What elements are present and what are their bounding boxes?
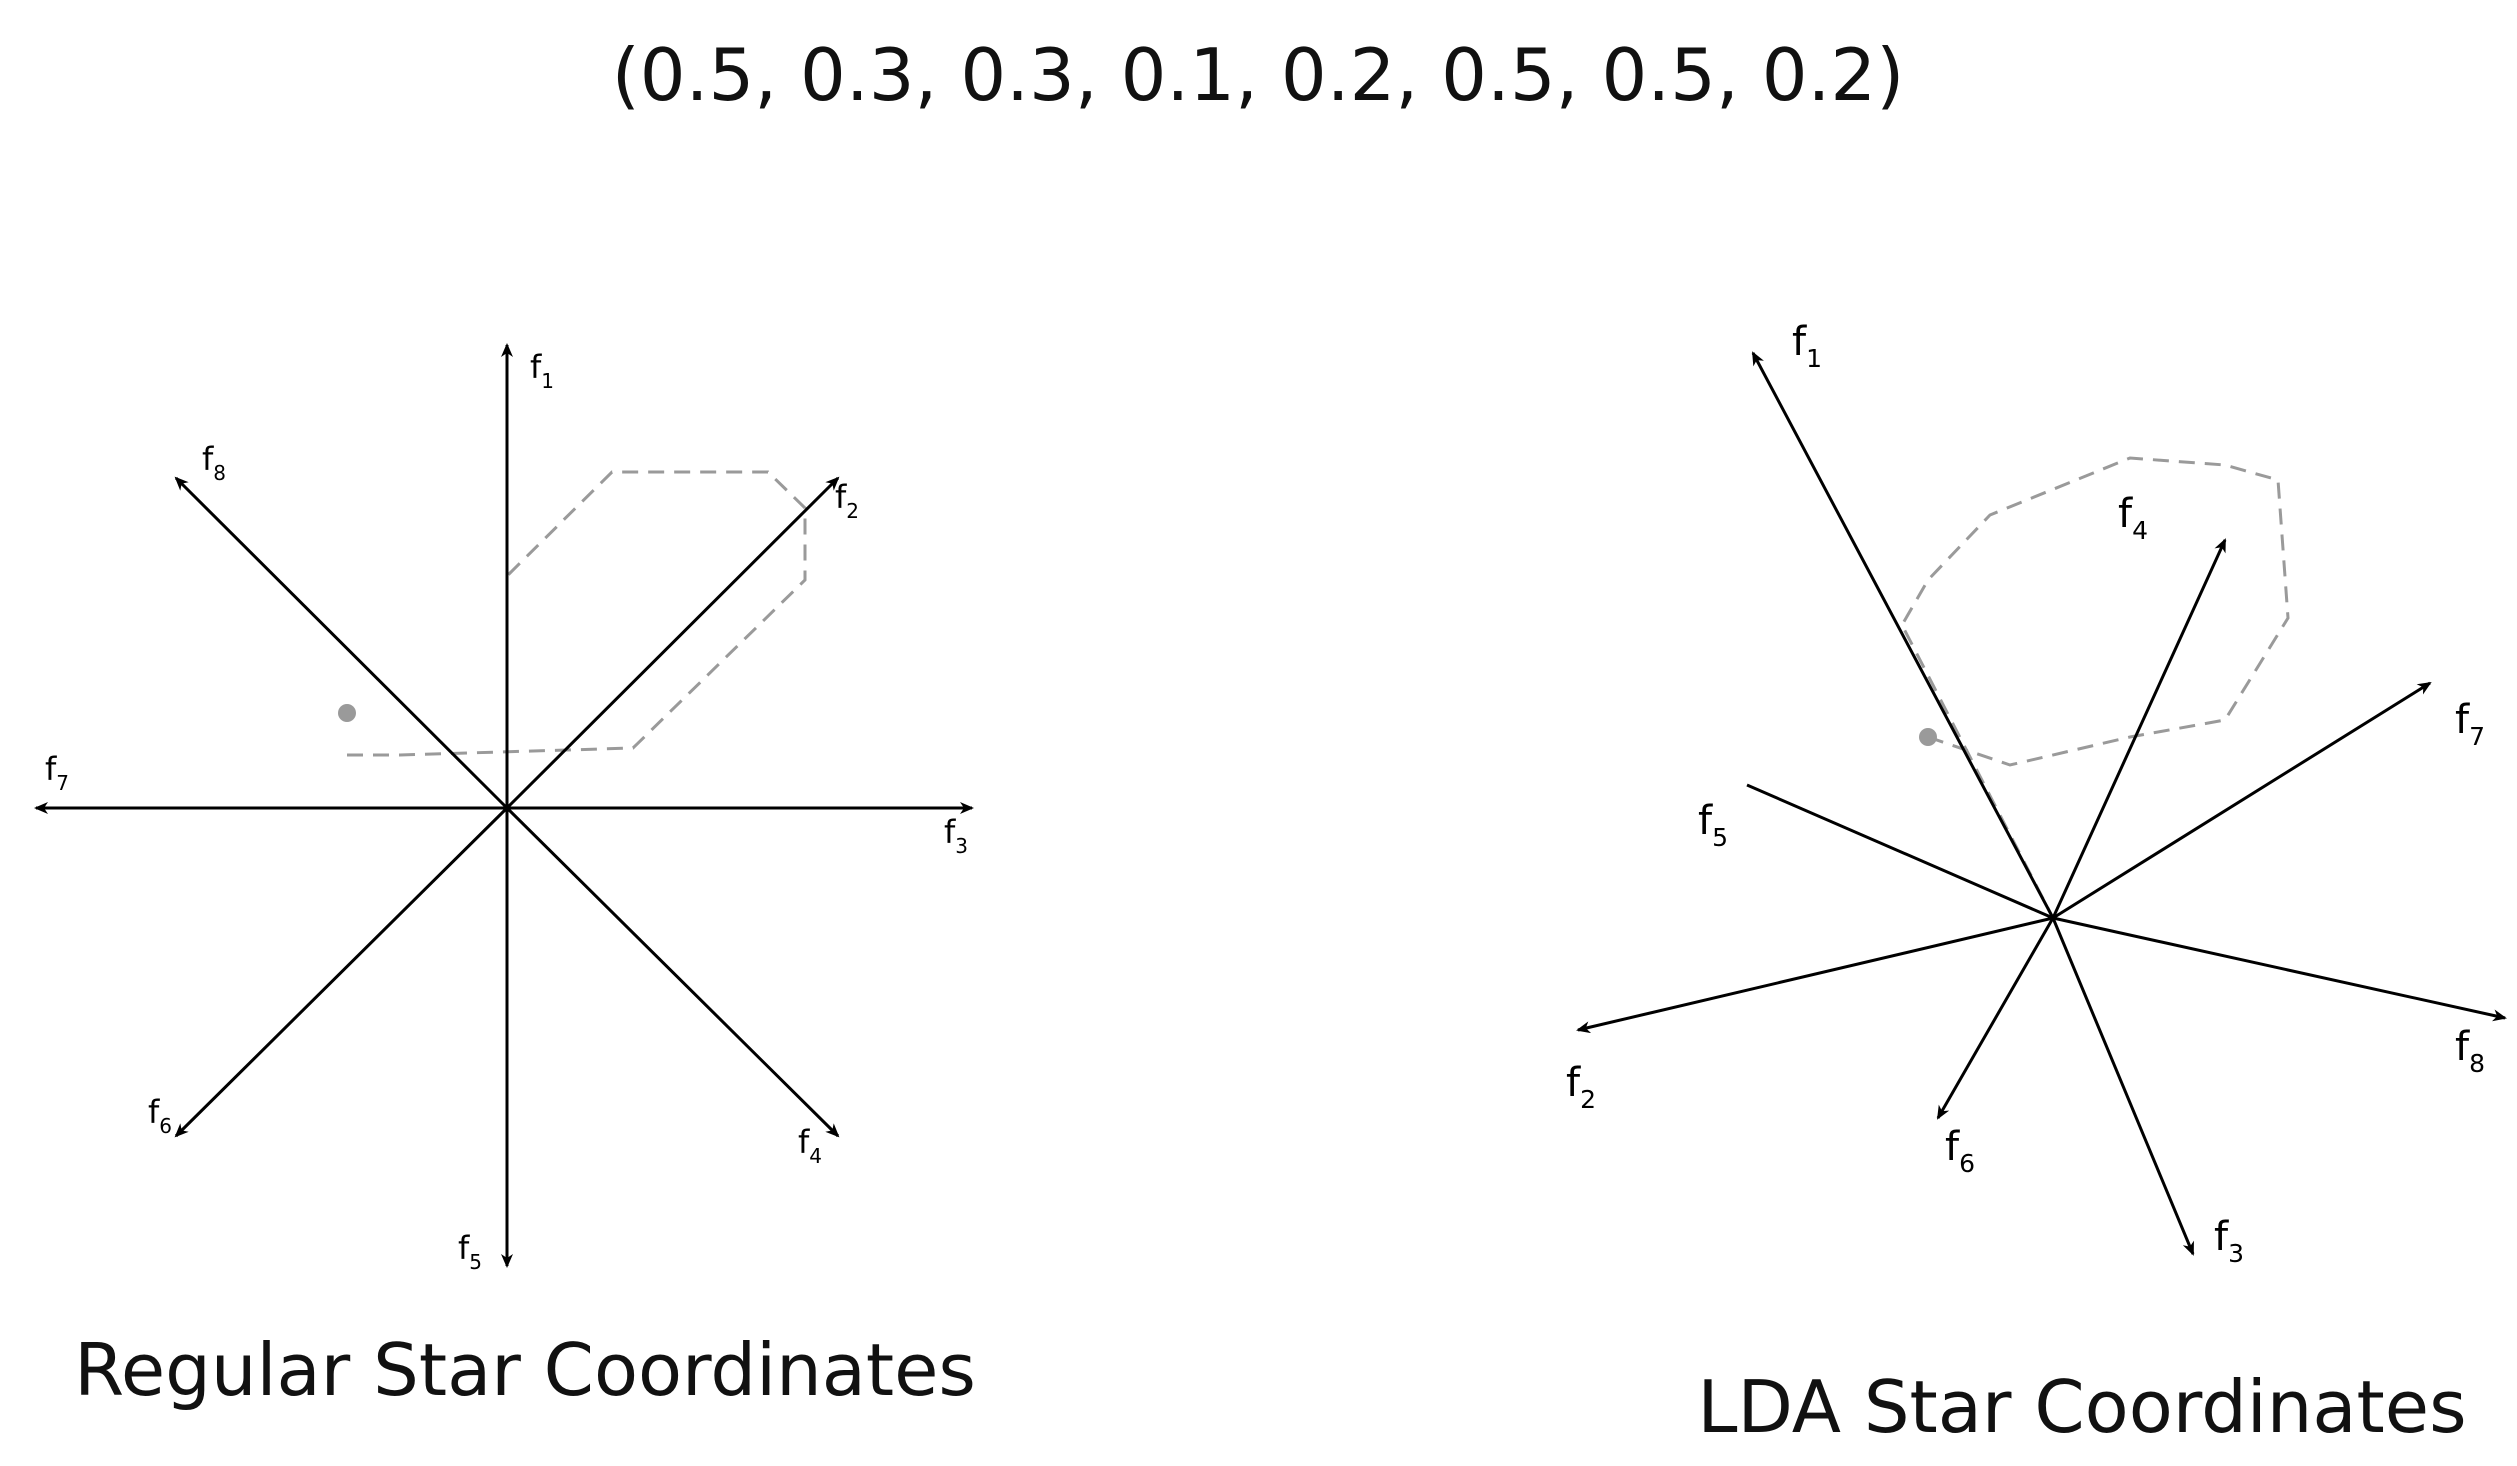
- lda-axis-label-f1: f1: [1792, 319, 1822, 373]
- regular-axis-label-f8: f8: [202, 440, 226, 485]
- lda-axis-label-f5: f5: [1698, 798, 1728, 852]
- regular-axis-label-f3: f3: [944, 813, 968, 858]
- lda-axis-label-f2: f2: [1566, 1060, 1596, 1114]
- lda-axis-f2: [1576, 916, 2054, 1034]
- lda-data-point: [1919, 728, 1937, 746]
- lda-axis-label-f4: f4: [2118, 491, 2148, 545]
- regular-axis-f4: [505, 806, 840, 1138]
- lda-panel-title: LDA Star Coordinates: [1697, 1365, 2466, 1449]
- regular-axis-label-f7: f7: [45, 750, 69, 795]
- regular-data-polyline: [347, 470, 807, 808]
- lda-data-polyline: [1900, 456, 2290, 919]
- lda-axis-f8: [2052, 916, 2507, 1022]
- regular-axis-f8: [174, 476, 509, 810]
- vector-label: (0.5, 0.3, 0.3, 0.1, 0.2, 0.5, 0.5, 0.2): [612, 33, 1905, 117]
- lda-axis-label-f6: f6: [1945, 1124, 1975, 1178]
- lda-star-coordinates-panel: f1 f2 f3 f4 f5 f6 f7 f8: [1566, 319, 2507, 1268]
- lda-axis-label-f8: f8: [2455, 1024, 2485, 1078]
- regular-axis-label-f6: f6: [148, 1093, 172, 1138]
- regular-axis-label-f4: f4: [798, 1123, 822, 1168]
- lda-axis-f5: [1746, 783, 2054, 920]
- lda-axis-f6: [1936, 917, 2055, 1120]
- lda-axis-f4: [2051, 538, 2227, 919]
- lda-axis-label-f7: f7: [2455, 697, 2485, 751]
- regular-axis-f6: [174, 806, 509, 1138]
- regular-panel-title: Regular Star Coordinates: [74, 1328, 976, 1412]
- regular-axis-label-f2: f2: [835, 478, 859, 523]
- lda-axis-label-f3: f3: [2214, 1214, 2244, 1268]
- regular-star-coordinates-panel: f1 f2 f3 f4 f5 f6 f7 f8: [34, 343, 974, 1274]
- regular-data-point: [338, 704, 356, 722]
- lda-axis-f7: [2052, 681, 2432, 920]
- regular-axis-f2: [505, 476, 840, 810]
- regular-axis-label-f5: f5: [458, 1229, 482, 1274]
- lda-axis-f1: [1751, 351, 2055, 919]
- lda-axis-f3: [2051, 917, 2195, 1256]
- regular-axis-label-f1: f1: [530, 348, 554, 393]
